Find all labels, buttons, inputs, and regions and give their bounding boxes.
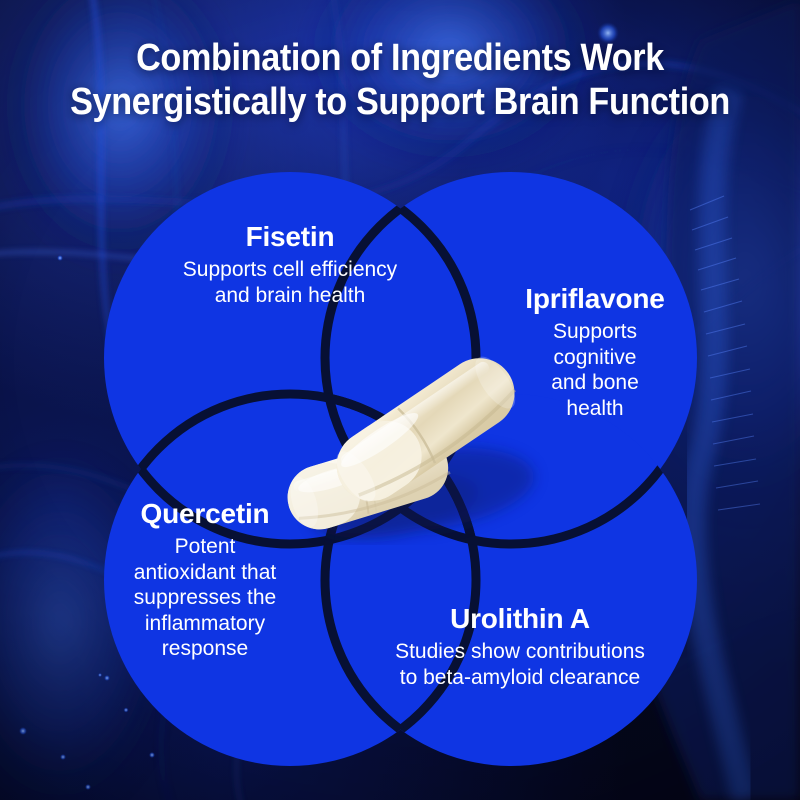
body-ipriflavone-line-1: Supports [552,320,638,344]
body-fisetin-line-1: Supports cell efficiency [182,258,398,282]
page-title-line-1: Combination of Ingredients Work [136,37,664,79]
body-fisetin-line-2: and brain health [214,283,366,307]
heading-ipriflavone: Ipriflavone [525,283,665,314]
capsules-image [287,356,535,539]
page-title: Combination of Ingredients Work Synergis… [40,36,760,125]
body-ipriflavone-line-4: health [566,396,624,420]
body-ipriflavone-line-3: and bone [551,371,639,395]
body-ipriflavone-line-2: cognitive [553,345,637,369]
heading-urolithin-a: Urolithin A [450,603,590,634]
label-ipriflavone: Ipriflavone Supports cognitive and bone … [495,282,695,421]
body-quercetin-line-4: inflammatory [144,611,266,635]
label-quercetin: Quercetin Potent antioxidant that suppre… [105,497,305,662]
label-urolithin-a: Urolithin A Studies show contributions t… [360,602,680,690]
body-quercetin-line-3: suppresses the [133,586,277,610]
body-quercetin-line-2: antioxidant that [133,560,277,584]
body-quercetin-line-5: response [161,637,249,661]
body-urolithin-a-line-1: Studies show contributions [395,640,645,664]
capsule-upper [336,356,516,502]
heading-fisetin: Fisetin [245,221,335,252]
page-title-line-2: Synergistically to Support Brain Functio… [70,81,730,124]
heading-quercetin: Quercetin [140,498,270,529]
body-urolithin-a-line-2: to beta-amyloid clearance [399,665,641,689]
body-quercetin-line-1: Potent [174,535,236,559]
label-fisetin: Fisetin Supports cell efficiency and bra… [130,220,450,308]
